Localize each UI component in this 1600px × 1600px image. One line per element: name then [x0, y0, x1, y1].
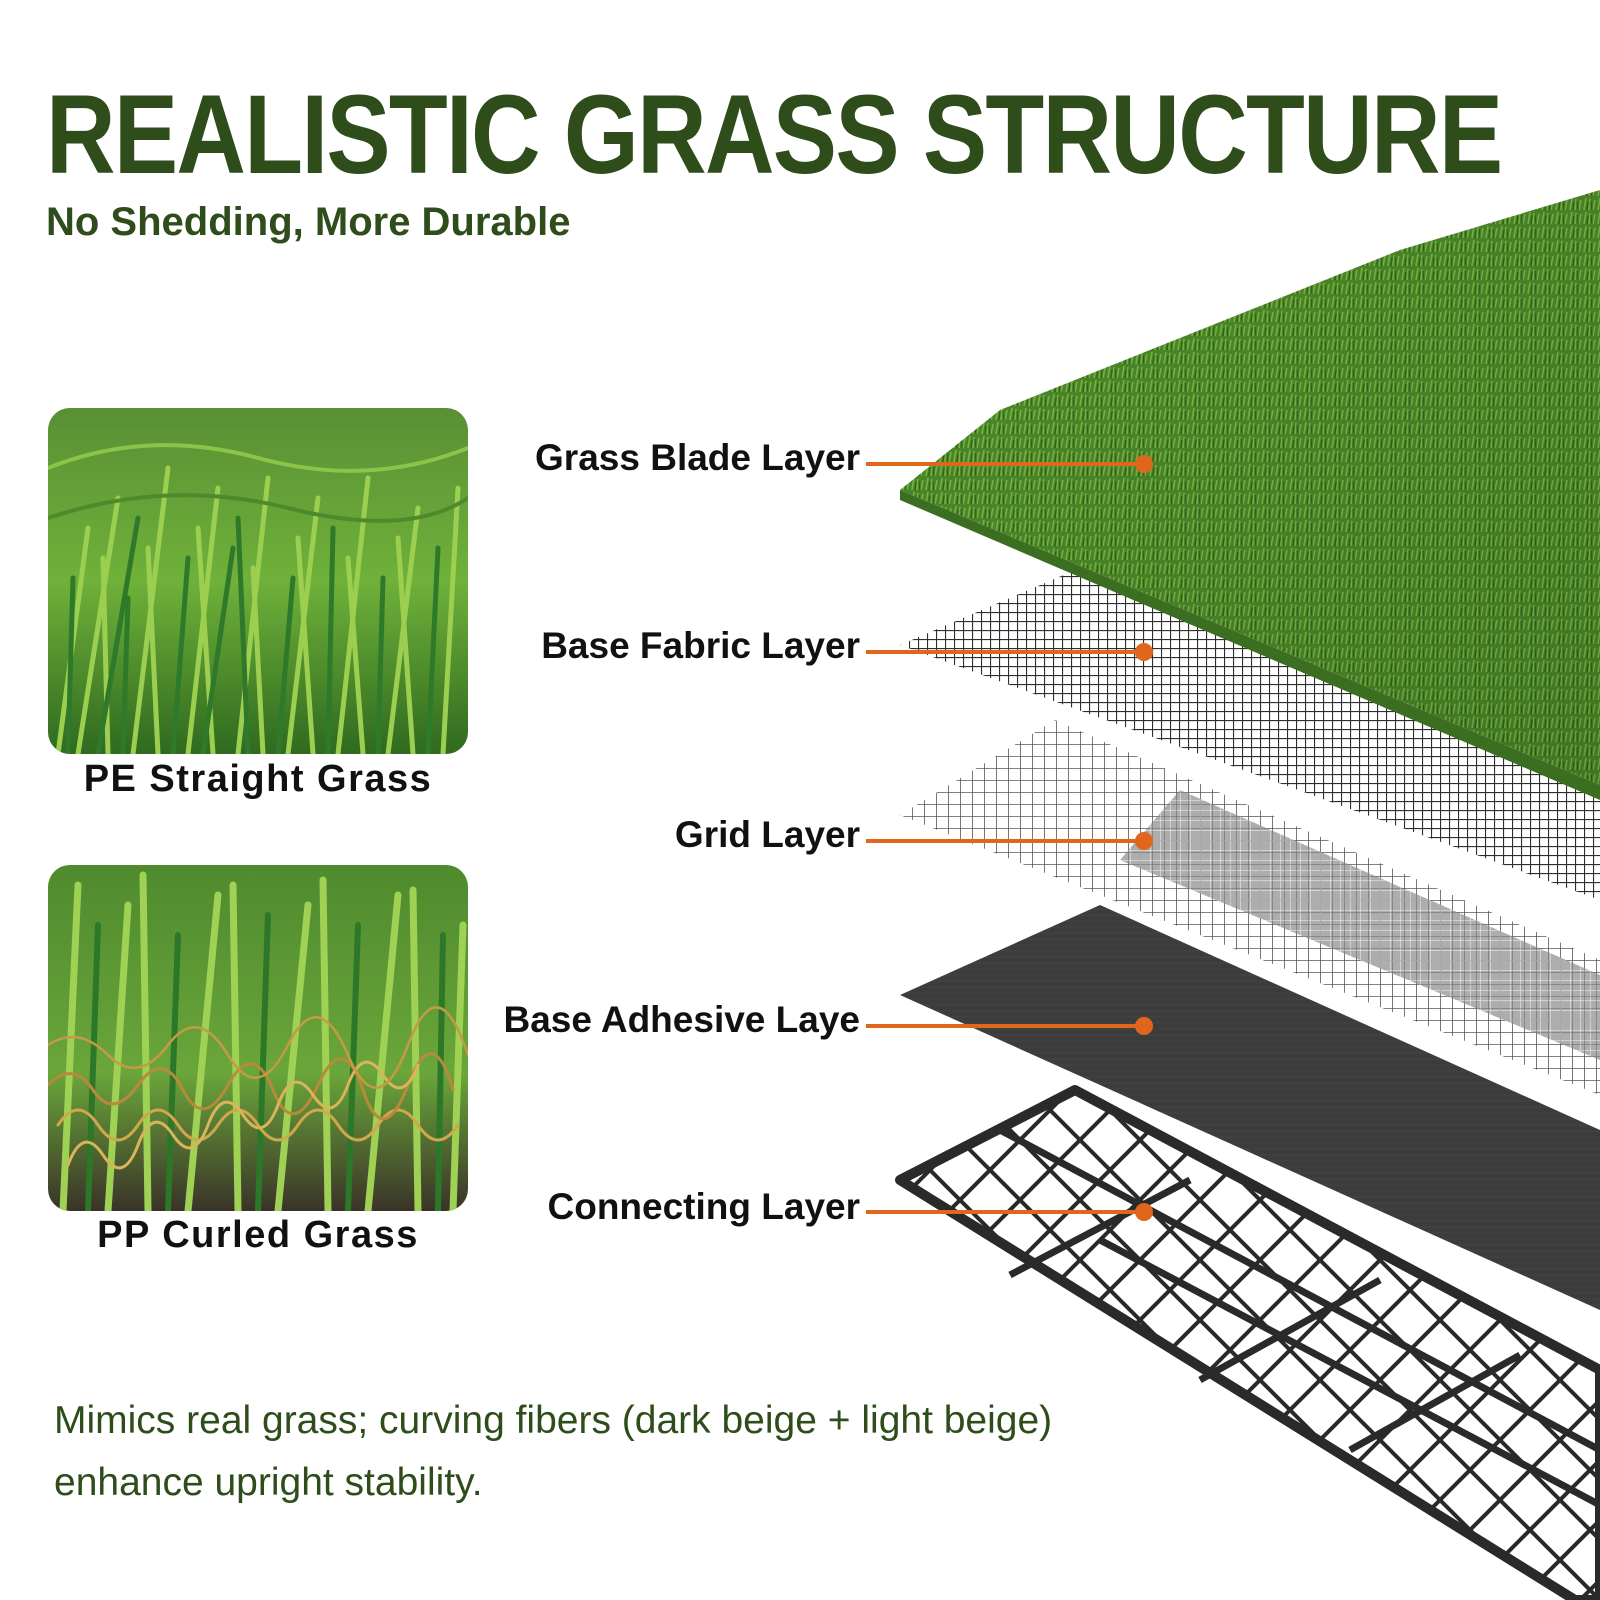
base-adhesive-layer-graphic: [900, 905, 1600, 1310]
connecting-layer-graphic: [895, 1085, 1600, 1600]
caption: Mimics real grass; curving fibers (dark …: [54, 1390, 1174, 1514]
grass-blade-layer-graphic: [900, 190, 1600, 800]
pe-straight-grass-image: [48, 408, 468, 754]
layer-label-base-adhesive: Base Adhesive Laye: [503, 999, 861, 1040]
page-title: REALISTIC GRASS STRUCTURE: [46, 72, 1503, 197]
layer-label-connecting: Connecting Layer: [547, 1186, 861, 1227]
caption-line-1: Mimics real grass; curving fibers (dark …: [54, 1399, 1053, 1442]
caption-line-2: enhance upright stability.: [54, 1461, 483, 1504]
layer-label-base-fabric: Base Fabric Layer: [541, 625, 860, 666]
pp-curled-grass-image: [48, 865, 468, 1211]
page-subtitle: No Shedding, More Durable: [46, 200, 571, 244]
pe-straight-grass-label: PE Straight Grass: [83, 758, 433, 800]
pp-curled-grass-label: PP Curled Grass: [97, 1214, 419, 1256]
grid-layer-graphic: [900, 720, 1600, 1095]
callout-lines: [866, 455, 1153, 1221]
layer-label-grass-blade: Grass Blade Layer: [535, 437, 860, 478]
layer-label-grid: Grid Layer: [674, 814, 860, 855]
